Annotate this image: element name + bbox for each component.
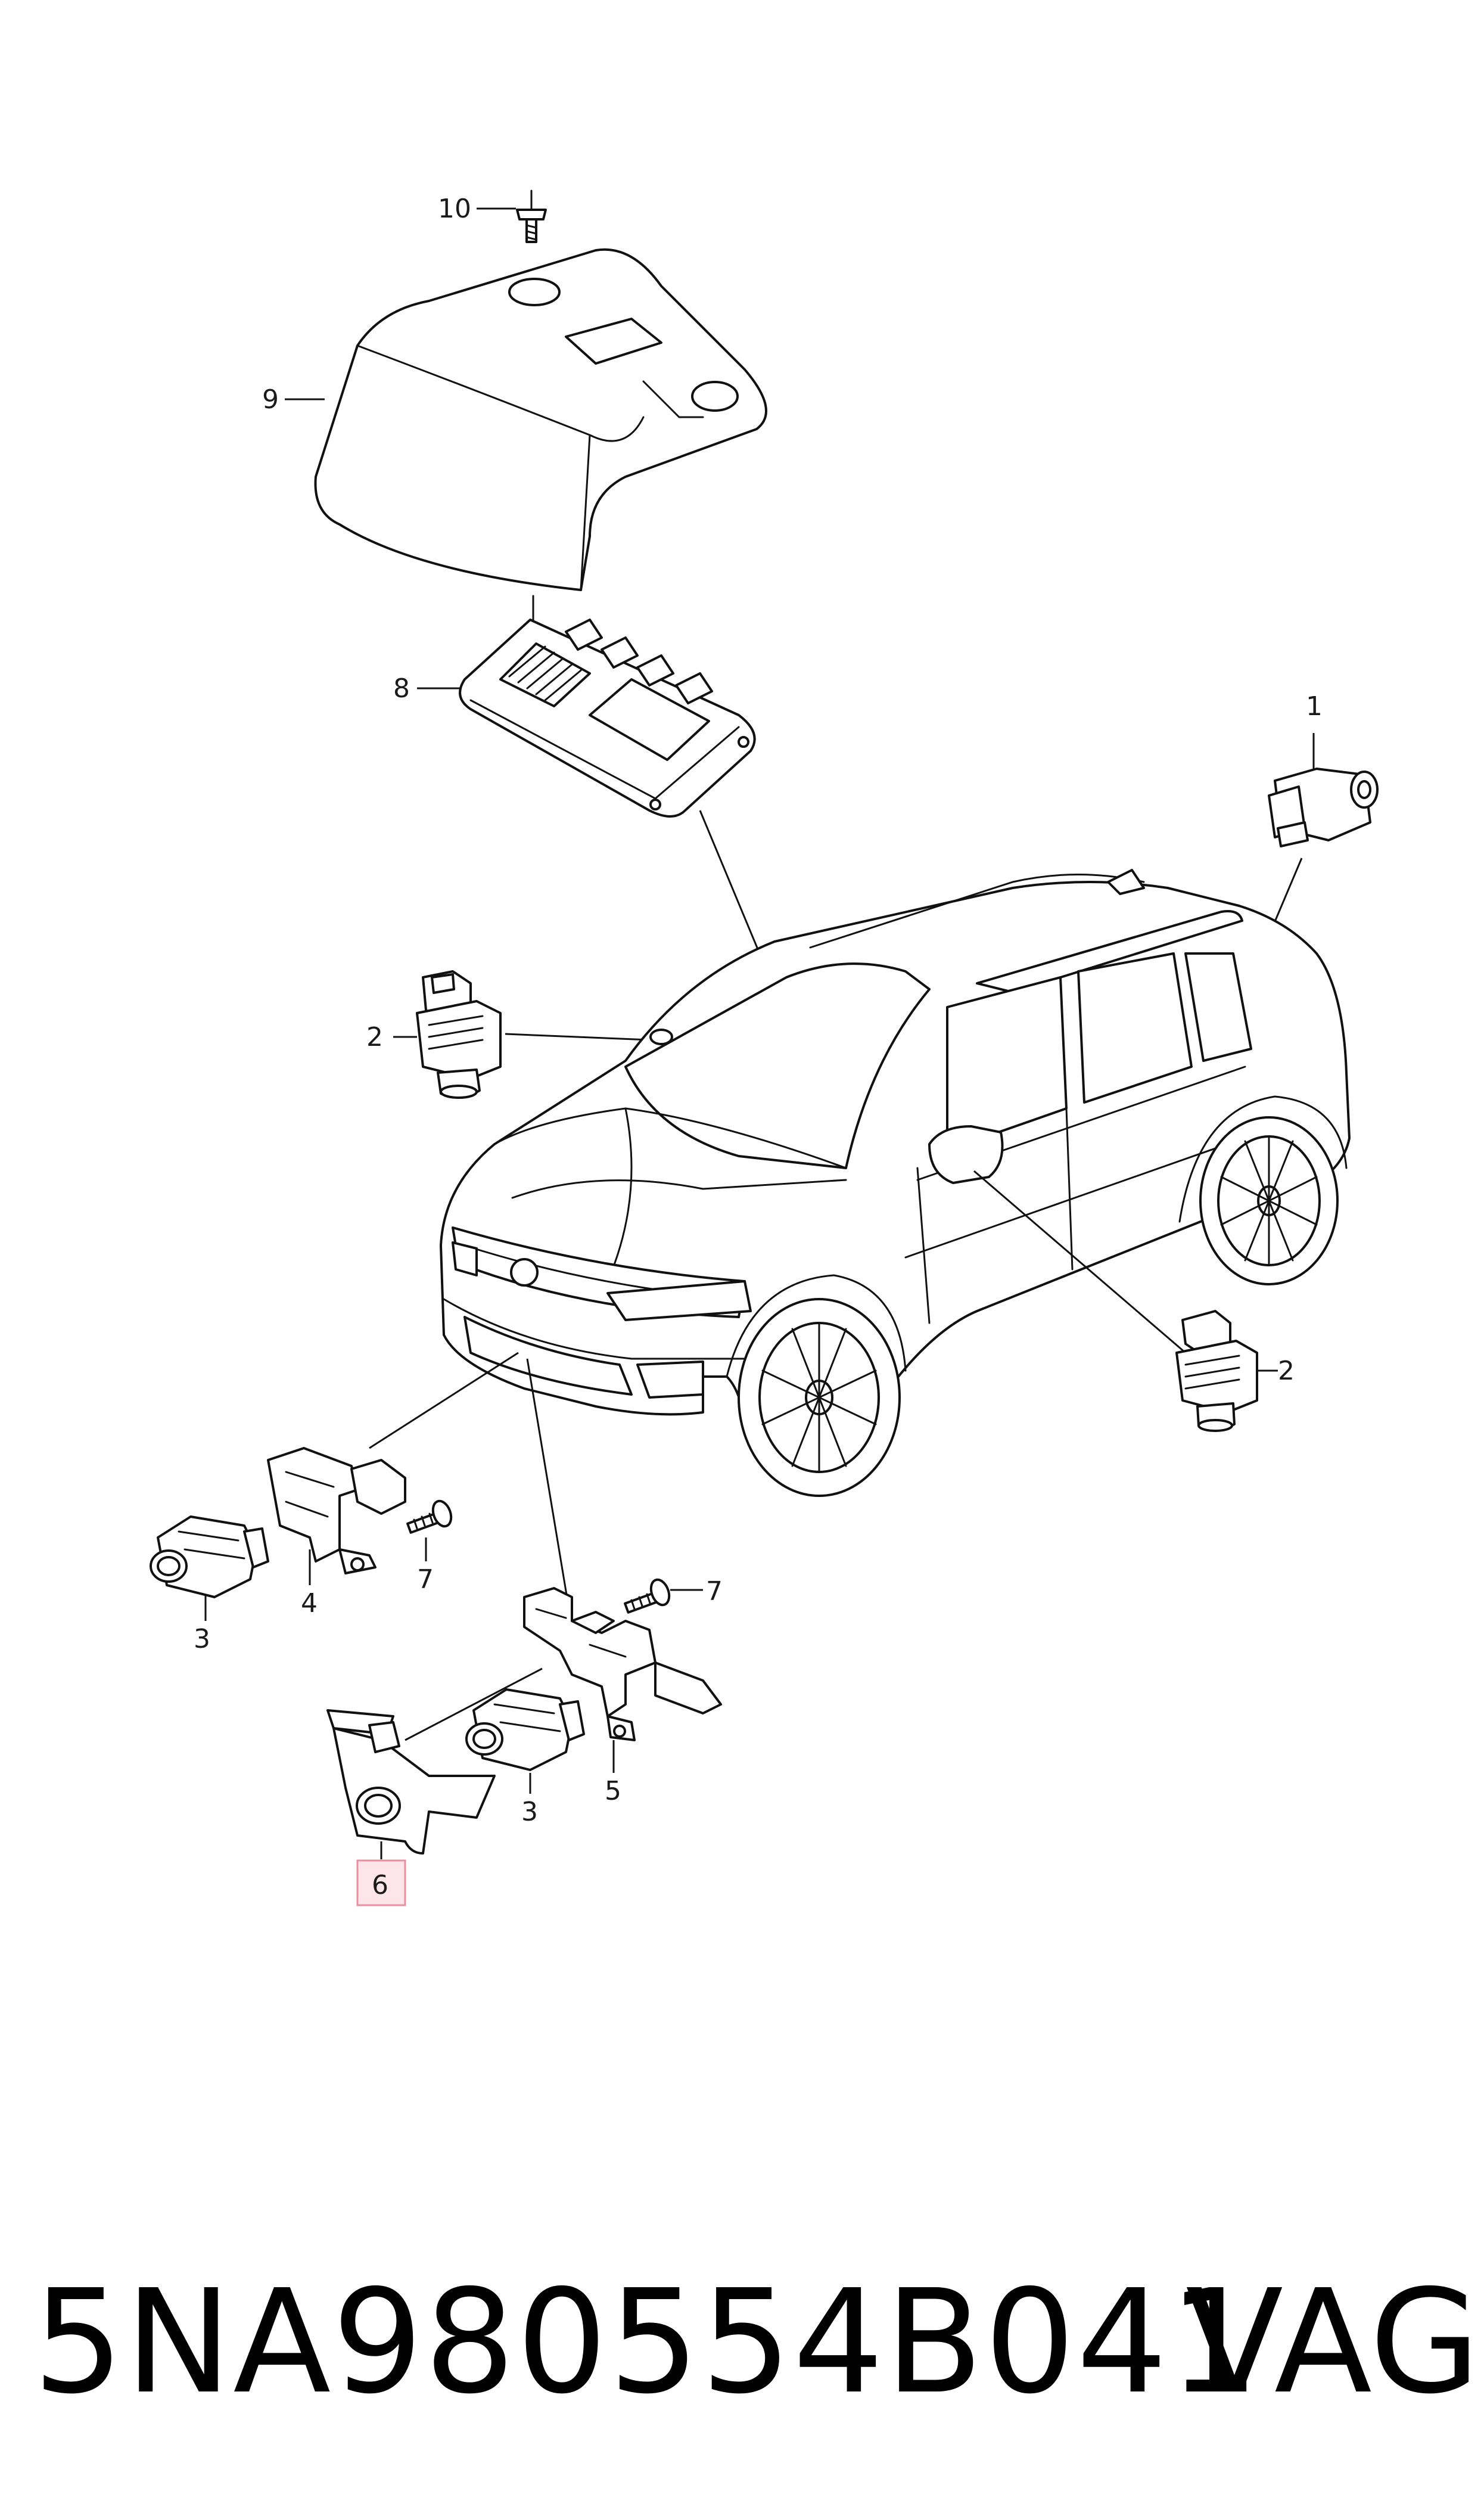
callout-1: 1 xyxy=(1306,691,1323,722)
part-1-sensor xyxy=(1268,733,1379,936)
part-7-screw-right xyxy=(624,1578,703,1614)
part-3-sensor-right xyxy=(405,1667,585,1794)
bumper-leaders xyxy=(369,1352,570,1610)
callout-7-left: 7 xyxy=(417,1564,434,1595)
part-2-sensor-left xyxy=(393,970,650,1099)
part-9-cover xyxy=(285,248,767,591)
part-8-control-unit xyxy=(417,595,850,1169)
part-2-sensor-right xyxy=(1175,1310,1278,1432)
parts-diagram: 10 9 8 1 2 2 3 4 7 7 5 3 6 xyxy=(150,190,1379,1906)
callout-3-left: 3 xyxy=(194,1624,210,1654)
callout-5: 5 xyxy=(605,1776,621,1806)
callout-9: 9 xyxy=(262,384,279,415)
callout-4: 4 xyxy=(301,1588,318,1619)
car-body xyxy=(440,869,1351,1497)
part-3-sensor-left xyxy=(150,1515,269,1621)
callout-8: 8 xyxy=(393,673,410,704)
part-5-bracket xyxy=(523,1587,722,1773)
part-6-sensor-bracket xyxy=(326,1709,496,1859)
part-7-screw-left xyxy=(406,1499,453,1561)
callout-10: 10 xyxy=(438,194,471,224)
part-4-bracket xyxy=(267,1447,406,1585)
callout-2-left: 2 xyxy=(366,1022,383,1052)
part-number-text: 5NA980554B041 xyxy=(33,2259,1261,2425)
part-10-screw xyxy=(477,190,547,243)
brand-text: VAG xyxy=(1186,2259,1480,2425)
footer: 5NA980554B041 VAG xyxy=(0,2253,1484,2431)
callout-3-right: 3 xyxy=(521,1797,538,1827)
callout-6-highlight[interactable]: 6 xyxy=(356,1859,406,1906)
callout-2-right: 2 xyxy=(1278,1356,1295,1386)
callout-6: 6 xyxy=(372,1870,388,1900)
callout-7-right: 7 xyxy=(706,1576,723,1607)
